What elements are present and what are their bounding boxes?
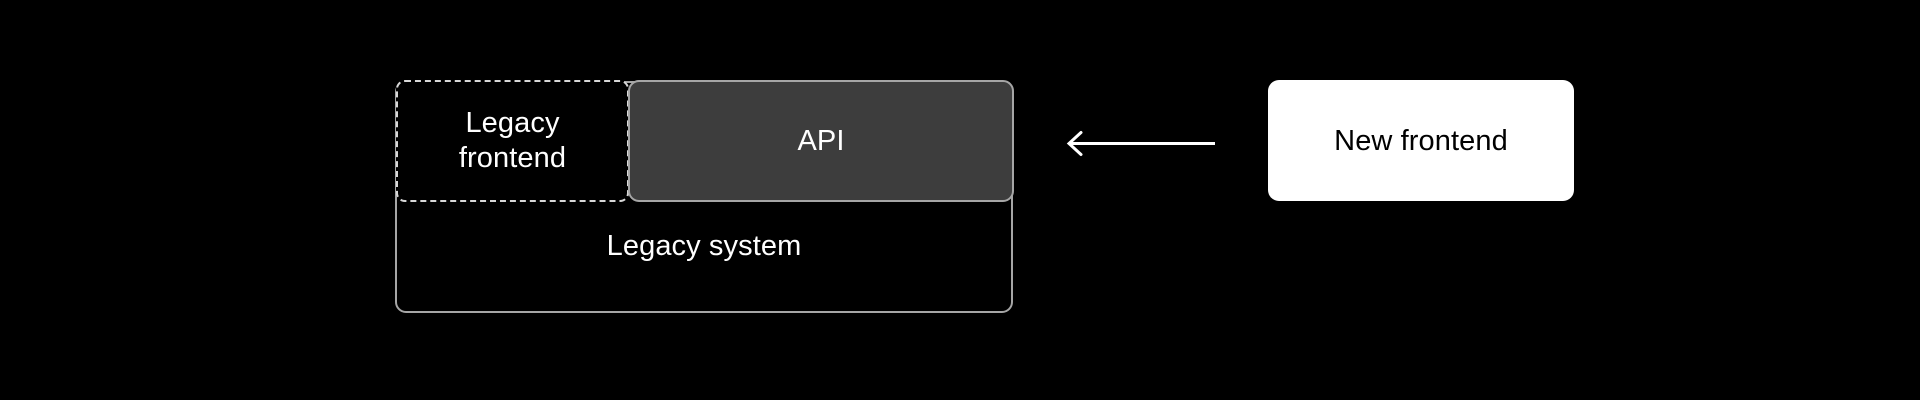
api-box[interactable]: API — [628, 80, 1014, 202]
arrow-left-icon — [1066, 131, 1215, 156]
new-frontend-label: New frontend — [1334, 124, 1508, 157]
legacy-system-label: Legacy system — [606, 230, 802, 262]
legacy-frontend-box[interactable]: Legacy frontend — [396, 80, 629, 202]
legacy-frontend-label: Legacy frontend — [458, 107, 567, 174]
new-frontend-box[interactable]: New frontend — [1268, 80, 1574, 201]
api-label: API — [797, 125, 845, 157]
